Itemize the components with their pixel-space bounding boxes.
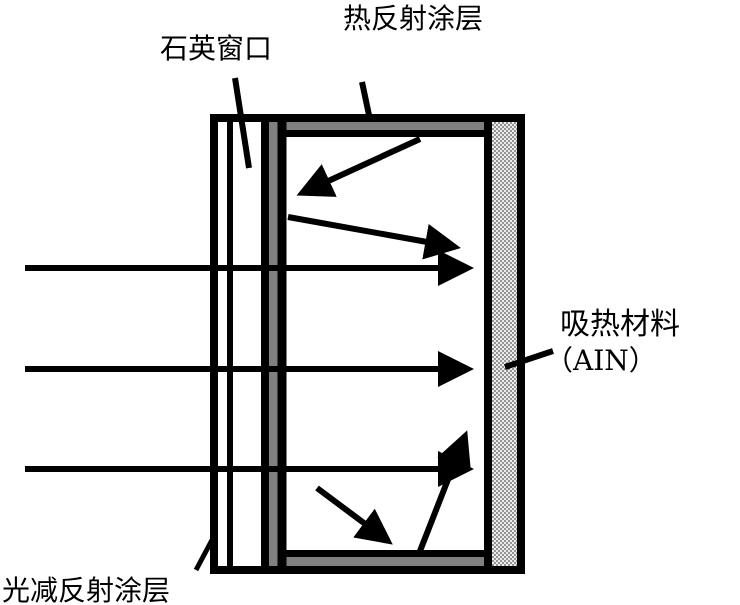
label-anti-reflection-coating: 光减反射涂层 xyxy=(2,574,170,605)
leader-absorber xyxy=(504,348,554,370)
label-absorber-formula: （AIN） xyxy=(545,344,657,377)
reflected-ray-bottom-out xyxy=(417,430,471,553)
leader-quartz-window xyxy=(232,77,252,169)
bottom-heat-reflective-coating xyxy=(278,557,484,566)
label-absorber-material: 吸热材料 xyxy=(560,307,680,342)
leader-anti-reflection xyxy=(193,538,215,572)
leader-heat-reflective xyxy=(359,81,372,116)
reflected-ray-upper xyxy=(287,214,461,260)
label-heat-reflective-coating: 热反射涂层 xyxy=(343,2,483,35)
label-quartz-window: 石英窗口 xyxy=(160,32,272,65)
window-coating xyxy=(269,122,278,566)
absorber-layer xyxy=(492,122,518,566)
reflected-ray-bottom-in xyxy=(315,485,393,545)
top-heat-reflective-coating xyxy=(278,122,484,130)
reflected-ray-top xyxy=(296,136,422,197)
frame xyxy=(210,114,525,574)
